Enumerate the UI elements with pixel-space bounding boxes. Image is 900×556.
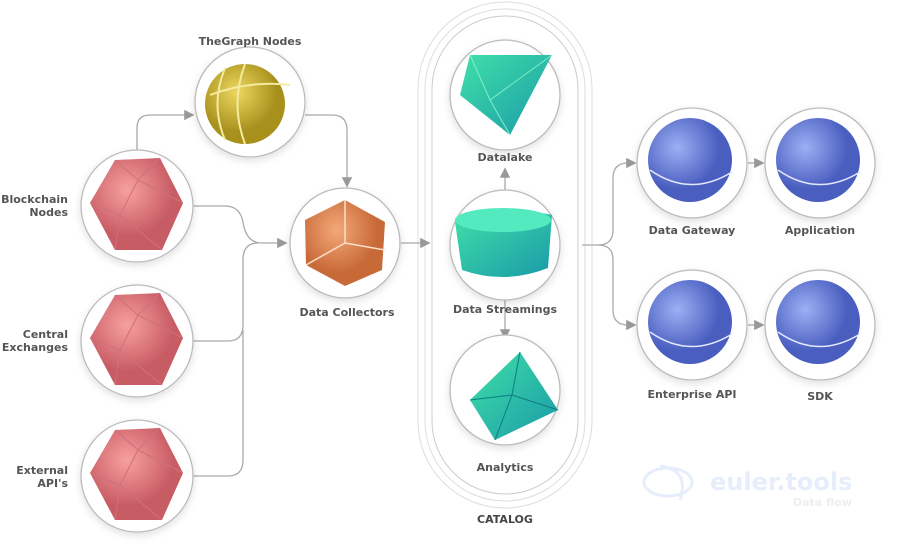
sdk-label: SDK <box>807 390 833 403</box>
icosahedron-icon <box>89 292 184 386</box>
data-gateway-label: Data Gateway <box>648 224 736 237</box>
catalog-label: CATALOG <box>477 513 533 526</box>
watermark-subtitle: Data flow <box>793 496 852 509</box>
watermark-brand: euler.tools <box>710 468 853 496</box>
coin-stack-icon <box>205 63 291 145</box>
enterprise-api-label: Enterprise API <box>647 388 737 401</box>
sphere-icon <box>648 118 860 364</box>
datalake-label: Datalake <box>477 151 533 164</box>
pyramid-icon <box>469 351 559 441</box>
data-collectors-label: Data Collectors <box>299 306 395 319</box>
cube-icon <box>305 200 386 286</box>
connectors <box>136 109 765 477</box>
prism-icon <box>460 54 553 136</box>
icosahedron-icon <box>89 427 184 521</box>
application-label: Application <box>784 224 856 237</box>
cylinder-icon <box>455 208 552 278</box>
catalog-container <box>417 1 593 509</box>
thegraph-label: TheGraph Nodes <box>198 35 302 48</box>
sphere-band <box>649 169 861 348</box>
analytics-label: Analytics <box>476 461 534 474</box>
euler-tools-logo-icon <box>642 464 694 501</box>
data-streamings-label: Data Streamings <box>452 303 558 316</box>
icosahedron-icon <box>89 157 184 251</box>
